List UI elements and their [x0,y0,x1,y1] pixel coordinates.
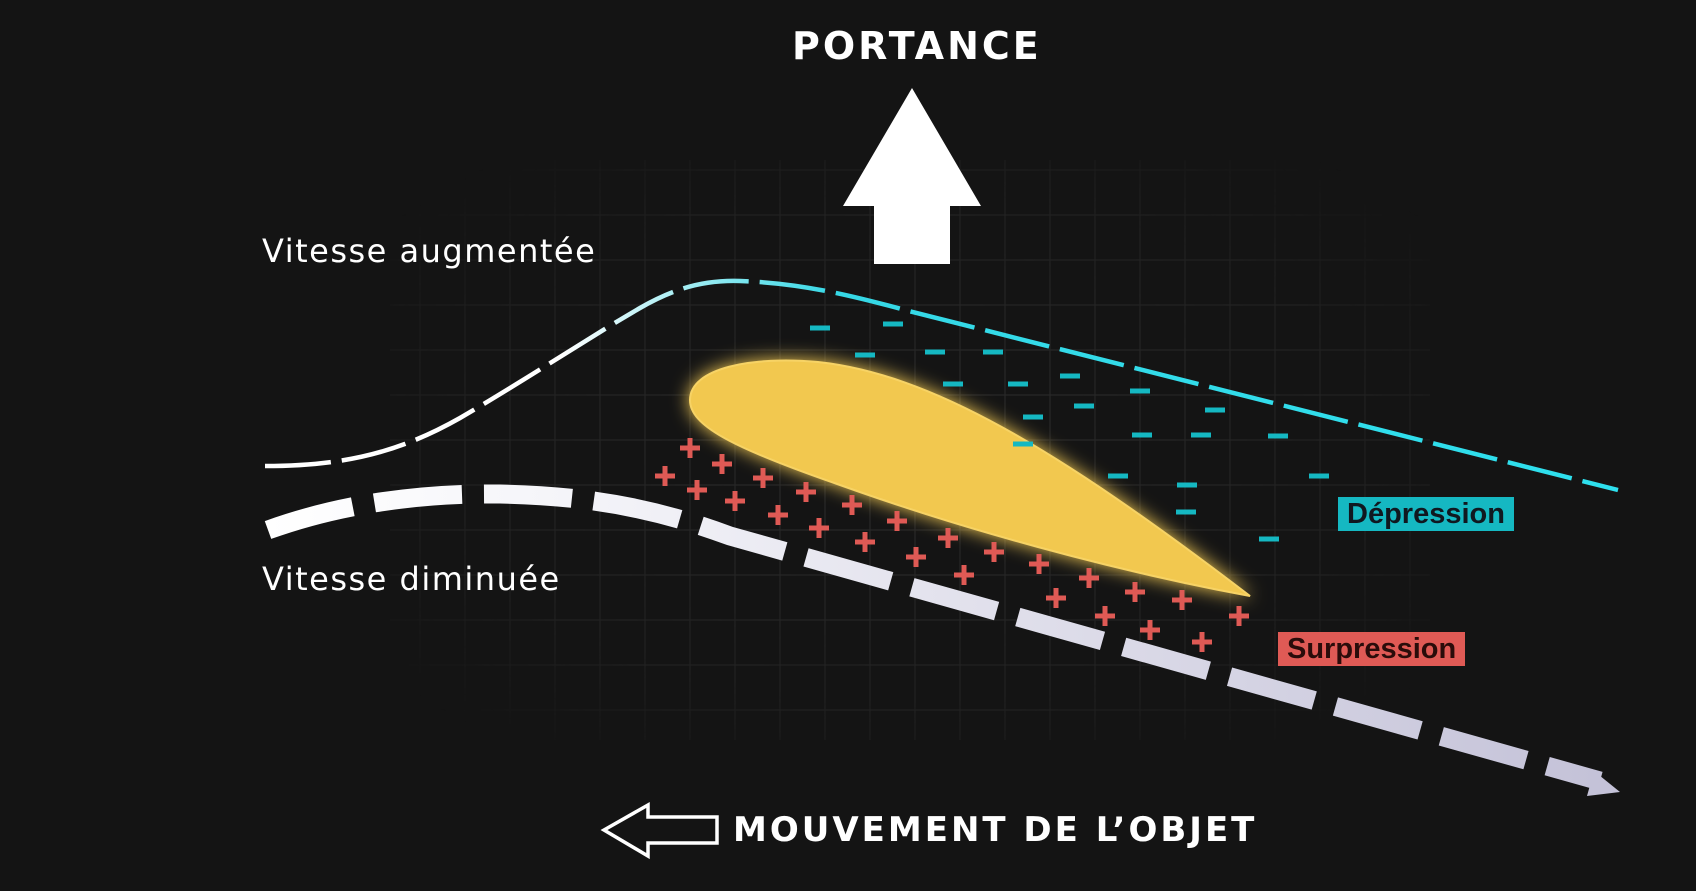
minus-sign [983,349,1003,355]
upper-streamline [264,278,1619,493]
minus-sign [855,352,875,358]
overpressure-badge: Surpression [1278,632,1466,666]
plus-sign [680,438,700,458]
plus-sign [984,542,1004,562]
plus-sign [1079,568,1099,588]
arrow-up-icon [843,88,981,264]
plus-sign [1125,582,1145,602]
movement-label: MOUVEMENT DE L’OBJET [733,810,1258,850]
minus-sign [1191,432,1211,438]
arrow-left-icon [600,801,719,860]
plus-sign [887,511,907,531]
minus-sign [810,325,830,331]
plus-sign [855,532,875,552]
minus-sign [1023,414,1043,420]
plus-sign [1140,620,1160,640]
plus-sign [809,518,829,538]
minus-sign [1309,473,1329,479]
minus-sign [1008,381,1028,387]
airfoil [688,359,1251,597]
plus-sign [842,495,862,515]
lift-title: PORTANCE [792,24,1042,68]
lower-streamline-tip [1587,771,1620,796]
plus-sign [753,468,773,488]
minus-sign [1177,482,1197,488]
plus-sign [655,466,675,486]
minus-sign [1074,403,1094,409]
high-pressure-symbols [655,438,1249,652]
plus-sign [796,482,816,502]
speed-decreased-label: Vitesse diminuée [262,560,561,598]
minus-sign [1259,536,1279,542]
plus-sign [1172,590,1192,610]
plus-sign [954,565,974,585]
minus-sign [925,349,945,355]
minus-sign [1176,509,1196,515]
plus-sign [1095,606,1115,626]
minus-sign [1132,432,1152,438]
plus-sign [712,454,732,474]
low-pressure-symbols [810,321,1329,542]
minus-sign [1130,388,1150,394]
minus-sign [883,321,903,327]
lower-streamline [264,484,1603,791]
plus-sign [768,505,788,525]
plus-sign [938,528,958,548]
speed-increased-label: Vitesse augmentée [262,232,597,270]
minus-sign [1268,433,1288,439]
plus-sign [1192,632,1212,652]
plus-sign [906,547,926,567]
minus-sign [1013,441,1033,447]
minus-sign [1205,407,1225,413]
depression-badge: Dépression [1338,497,1514,531]
plus-sign [1229,606,1249,626]
plus-sign [725,491,745,511]
plus-sign [1046,588,1066,608]
minus-sign [943,381,963,387]
minus-sign [1108,473,1128,479]
plus-sign [687,480,707,500]
minus-sign [1060,373,1080,379]
plus-sign [1029,554,1049,574]
